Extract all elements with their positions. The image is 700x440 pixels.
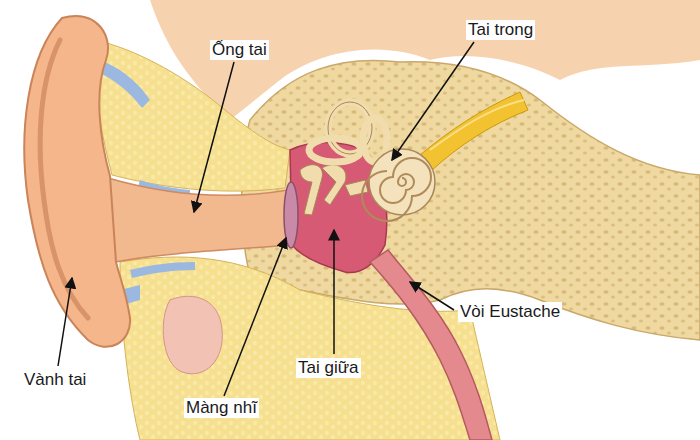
ossicle	[322, 165, 346, 205]
cochlea	[369, 149, 435, 215]
part-label: Vành tai	[22, 370, 88, 390]
cochlea-spiral	[362, 158, 431, 221]
semicircular-canal	[309, 138, 361, 162]
leader-line	[224, 238, 286, 396]
cartilage	[130, 262, 195, 278]
part-label: Màng nhĩ	[184, 398, 259, 418]
cartilage	[98, 60, 150, 108]
auricle-fold	[40, 40, 88, 318]
part-label: Tai trong	[466, 20, 535, 40]
auditory-nerve	[430, 100, 524, 150]
leader-line	[58, 278, 72, 366]
leader-line	[410, 282, 454, 310]
leader-line	[333, 230, 335, 354]
part-label: Tai giữa	[296, 358, 361, 378]
auricle	[24, 16, 130, 347]
upper-tissue	[94, 40, 290, 191]
eustachian-tube	[370, 250, 492, 440]
part-label: Vòi Eustache	[458, 302, 562, 322]
ossicle	[345, 180, 368, 196]
leader-line	[392, 42, 474, 160]
part-label: Ống tai	[210, 40, 269, 60]
ossicle	[300, 165, 322, 215]
gland	[163, 296, 222, 374]
leader-line	[194, 62, 234, 212]
auditory-nerve	[420, 92, 528, 170]
